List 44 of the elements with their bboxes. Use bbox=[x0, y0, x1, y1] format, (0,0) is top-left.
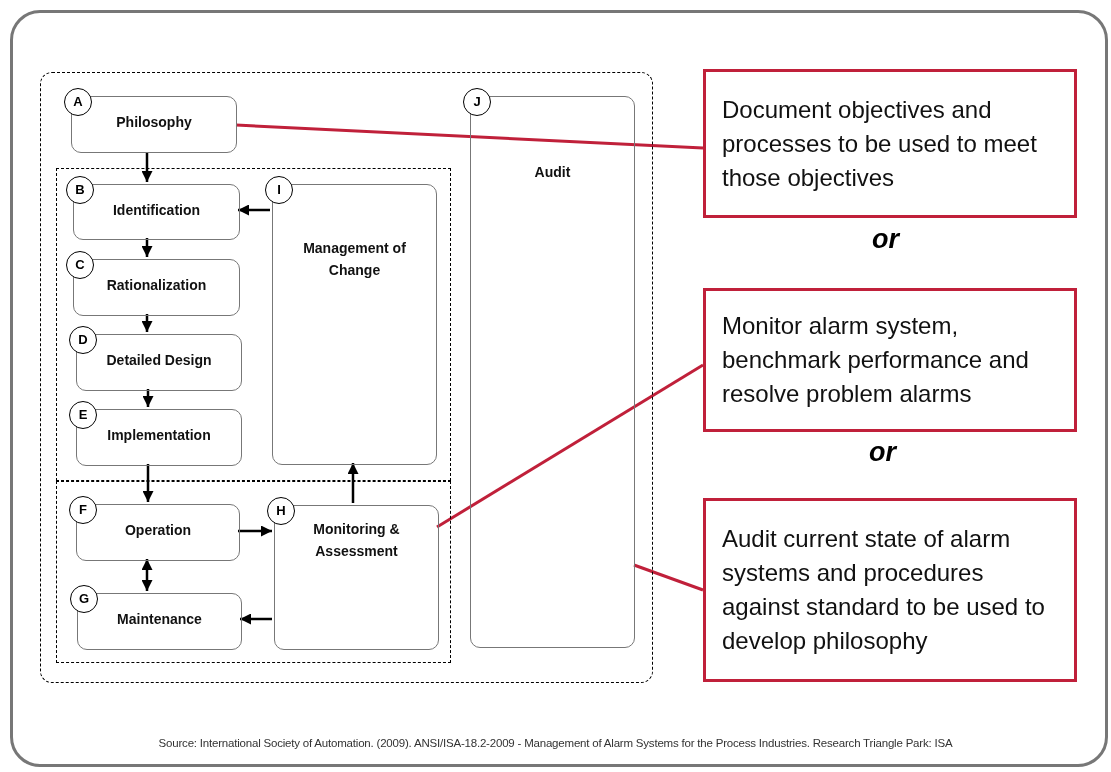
node-label: Maintenance bbox=[116, 610, 203, 629]
arrow bbox=[142, 389, 154, 407]
arrow bbox=[238, 525, 272, 537]
connector-word: or bbox=[869, 436, 896, 469]
arrow bbox=[141, 559, 153, 591]
callout-box bbox=[703, 498, 1077, 682]
leader-line bbox=[633, 563, 704, 592]
arrow bbox=[238, 204, 270, 216]
node-letter: D bbox=[69, 326, 97, 354]
node-letter: H bbox=[267, 497, 295, 525]
node-letter: C bbox=[66, 251, 94, 279]
arrow bbox=[240, 613, 272, 625]
arrow bbox=[141, 238, 153, 257]
arrow bbox=[142, 464, 154, 502]
node-label: Philosophy bbox=[115, 113, 193, 132]
dashed-group-box bbox=[40, 72, 653, 683]
arrow bbox=[141, 314, 153, 332]
node-letter: A bbox=[64, 88, 92, 116]
node-label: Rationalization bbox=[105, 276, 208, 295]
node-label: Management of Change bbox=[302, 239, 407, 280]
node-letter: F bbox=[69, 496, 97, 524]
arrow bbox=[347, 463, 359, 503]
node-letter: I bbox=[265, 176, 293, 204]
node-letter: G bbox=[70, 585, 98, 613]
callout-text: Audit current state of alarm systems and procedures against standard to be used to develop philosophy bbox=[722, 524, 1046, 656]
callout-text: Monitor alarm system, benchmark performance and resolve problem alarms bbox=[722, 311, 1030, 409]
node-letter: B bbox=[66, 176, 94, 204]
dashed-group-box bbox=[56, 168, 451, 481]
node-label: Implementation bbox=[106, 426, 212, 445]
callout-text: Document objectives and processes to be used to meet those objectives bbox=[722, 94, 1038, 193]
arrow bbox=[141, 152, 153, 182]
node-letter: E bbox=[69, 401, 97, 429]
node-label: Operation bbox=[123, 521, 193, 540]
node-label: Identification bbox=[111, 201, 202, 220]
callout-box bbox=[703, 69, 1077, 218]
callout-box bbox=[703, 288, 1077, 432]
connector-word: or bbox=[872, 223, 899, 256]
leader-line bbox=[235, 123, 704, 150]
node-letter: J bbox=[463, 88, 491, 116]
node-label: Audit bbox=[533, 163, 572, 182]
node-label: Detailed Design bbox=[105, 351, 213, 370]
node-label: Monitoring & Assessment bbox=[312, 520, 401, 561]
dashed-group-box bbox=[56, 481, 451, 663]
source-caption: Source: International Society of Automation. (2009). ANSI/ISA-18.2-2009 - Management of Alarm Systems for the Process Industries. Research Triangle Park: ISA bbox=[158, 736, 953, 751]
